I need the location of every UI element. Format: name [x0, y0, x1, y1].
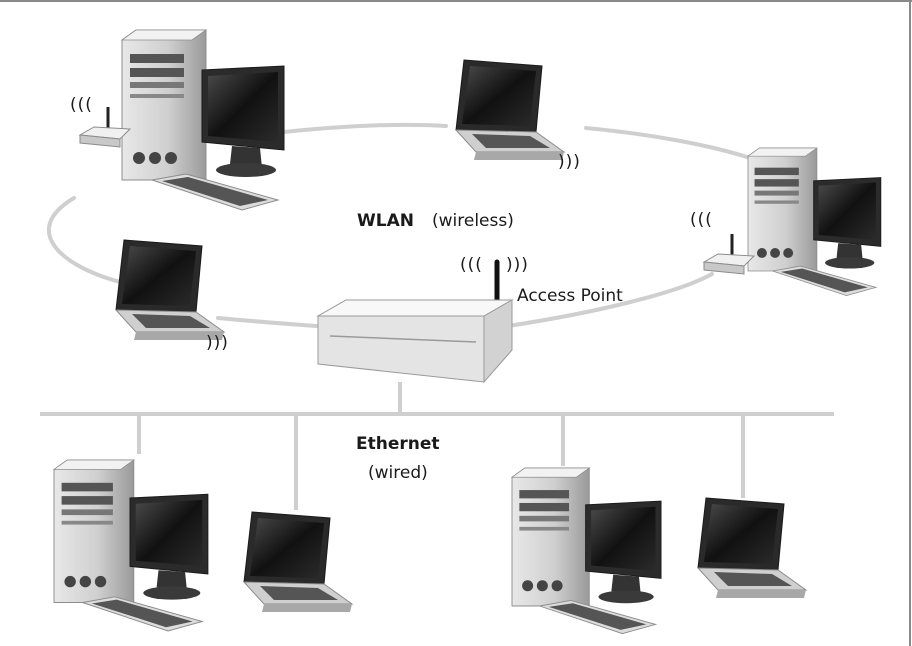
signal-icon-pc-top-left: ((( [70, 95, 93, 115]
signal-icon-laptop-top: ))) [558, 152, 581, 172]
access-point-label: Access Point [517, 286, 623, 306]
desktop-pc-wireless-right [747, 147, 882, 297]
desktop-pc-wireless-top-left [121, 29, 285, 211]
signal-icon-pc-right: ((( [690, 210, 713, 230]
laptop-wireless-left [115, 239, 225, 341]
wlan-label: WLAN [357, 211, 414, 231]
signal-icon-ap-left: ((( [460, 255, 483, 275]
wlan-sublabel: (wireless) [432, 211, 514, 231]
frame-top-border [0, 0, 912, 2]
wlan-link-top-left [282, 122, 448, 134]
laptop-wired-left [243, 511, 353, 613]
signal-icon-ap-right: ))) [506, 255, 529, 275]
laptop-wireless-top [455, 59, 565, 161]
signal-icon-laptop-left: ))) [206, 333, 229, 353]
wlan-adapter-right [702, 232, 756, 276]
frame-right-border [909, 0, 911, 646]
wlan-link-laptop-ap [216, 316, 318, 328]
wlan-link-left [47, 196, 130, 286]
laptop-wired-right [697, 497, 807, 599]
desktop-pc-wired-left [53, 459, 209, 632]
wlan-links [47, 122, 752, 328]
wlan-link-top-right [584, 126, 752, 160]
ethernet-label: Ethernet [356, 434, 440, 454]
access-point-router [316, 259, 514, 384]
ethernet-sublabel: (wired) [368, 463, 428, 483]
ethernet-bus [40, 382, 834, 510]
desktop-pc-wired-right [511, 467, 662, 635]
wlan-link-ap-right [506, 272, 714, 328]
